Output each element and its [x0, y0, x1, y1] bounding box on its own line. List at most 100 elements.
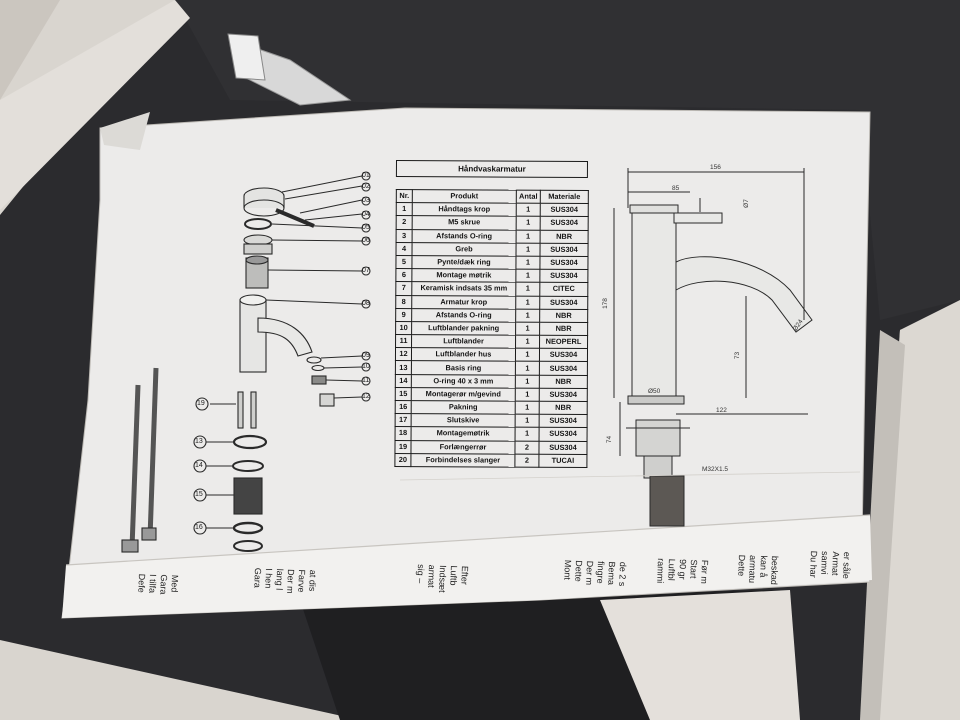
- row-nr: 18: [395, 426, 412, 441]
- row-quantity: 1: [515, 295, 540, 309]
- row-product: Luftblander: [411, 334, 516, 349]
- callout-label: 06: [362, 237, 370, 244]
- col-header-material: Materiale: [540, 190, 589, 204]
- row-quantity: 1: [515, 322, 540, 336]
- footer-text: Der m: [285, 568, 297, 594]
- footer-text: fingre: [595, 560, 607, 584]
- row-quantity: 1: [515, 361, 540, 375]
- footer-text: lang l: [274, 568, 286, 591]
- callout-label: 19: [197, 400, 205, 407]
- footer-col-g: er såle Armat samvi Du har: [807, 550, 852, 578]
- row-quantity: 2: [514, 440, 540, 455]
- footer-text: beskad: [768, 555, 780, 586]
- row-product: Pakning: [411, 400, 516, 415]
- dim-width-total: 156: [710, 164, 721, 171]
- row-material: SUS304: [540, 203, 589, 217]
- row-material: SUS304: [540, 216, 589, 231]
- footer-text: Før m: [699, 559, 710, 584]
- row-quantity: 1: [515, 308, 540, 323]
- row-material: SUS304: [539, 243, 589, 257]
- footer-text: armatu: [747, 554, 759, 584]
- row-quantity: 1: [516, 229, 541, 244]
- row-product: Slutskive: [411, 413, 516, 428]
- row-nr: 19: [394, 440, 412, 454]
- footer-text: Luftb: [448, 565, 460, 586]
- footer-text: I tilfa: [147, 573, 159, 594]
- row-product: Montagemøtrik: [411, 426, 516, 441]
- row-quantity: 1: [515, 256, 540, 270]
- row-product: Luftblander hus: [411, 347, 516, 362]
- row-nr: 12: [395, 347, 412, 362]
- footer-col-e: Før m Start 90 gr Luftbl rammi: [654, 558, 710, 585]
- footer-text: Mont: [562, 559, 574, 581]
- row-quantity: 1: [515, 427, 540, 441]
- callout-label: 01: [362, 172, 370, 179]
- row-nr: 8: [395, 295, 412, 309]
- footer-text: rammi: [655, 558, 667, 584]
- footer-col-a: Med Gara I tilfa Defe: [135, 573, 180, 595]
- footer-text: 90 gr: [677, 558, 689, 580]
- row-nr: 6: [395, 268, 412, 282]
- row-quantity: 1: [515, 348, 540, 362]
- row-quantity: 1: [516, 203, 541, 217]
- row-product: Afstands O-ring: [412, 229, 517, 243]
- callout-label: 14: [195, 462, 203, 469]
- row-product: Keramisk indsats 35 mm: [411, 281, 516, 296]
- row-product: Forlængerrør: [410, 440, 516, 454]
- footer-text: samvi: [819, 550, 831, 575]
- row-quantity: 1: [515, 269, 540, 283]
- parts-table-title: Håndvaskarmatur: [395, 160, 588, 179]
- row-quantity: 1: [515, 374, 540, 389]
- callout-label: 07: [362, 267, 370, 274]
- row-material: CITEC: [539, 282, 588, 297]
- callout-label: 16: [195, 524, 203, 531]
- row-quantity: 1: [515, 242, 541, 257]
- row-quantity: 2: [514, 453, 539, 468]
- footer-col-d: de 2 s Bema fingre Der m Dette Mont: [561, 560, 628, 587]
- row-product: Afstands O-ring: [411, 308, 516, 323]
- col-header-product: Produkt: [412, 189, 517, 204]
- row-product: Montage møtrik: [411, 268, 516, 283]
- callout-label: 04: [362, 211, 370, 218]
- callout-label: 12: [362, 393, 370, 400]
- callout-label: 13: [195, 438, 203, 445]
- callout-label: 05: [362, 224, 370, 231]
- callout-label: 11: [362, 377, 370, 384]
- row-material: SUS304: [539, 269, 588, 283]
- row-product: Luftblander pakning: [411, 321, 516, 336]
- row-product: Montagerør m/gevind: [411, 387, 516, 402]
- row-nr: 1: [396, 202, 413, 216]
- row-nr: 7: [395, 281, 412, 296]
- row-quantity: 1: [515, 387, 540, 402]
- row-material: NBR: [539, 401, 588, 415]
- dimension-drawing: [613, 168, 813, 527]
- row-nr: 17: [395, 413, 412, 427]
- row-material: SUS304: [539, 414, 588, 428]
- row-material: SUS304: [539, 388, 588, 402]
- row-nr: 15: [395, 387, 412, 401]
- row-material: SUS304: [539, 361, 588, 376]
- row-quantity: 1: [515, 282, 540, 296]
- parts-table-block: Håndvaskarmatur Nr. Produkt Antal Materi…: [394, 160, 589, 473]
- footer-text: Luftbl: [666, 558, 678, 581]
- dim-thread: M32X1.5: [702, 466, 729, 473]
- row-product: Basis ring: [411, 361, 516, 375]
- row-nr: 20: [394, 453, 411, 467]
- footer-text: Gara: [158, 574, 170, 595]
- footer-text: Farve: [296, 569, 308, 593]
- footer-text: Indsæt: [437, 564, 449, 593]
- footer-text: Start: [688, 559, 700, 579]
